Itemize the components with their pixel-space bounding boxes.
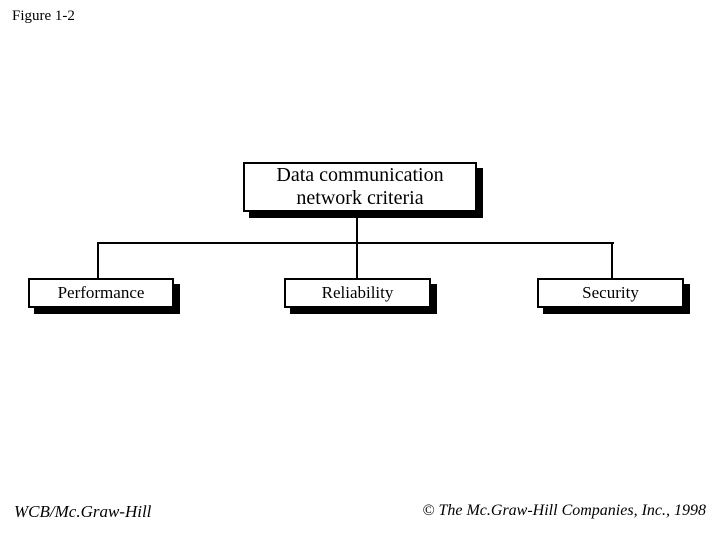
diagram-node-root: Data communication network criteria [243,162,477,212]
diagram-node-security-label: Security [582,283,639,302]
diagram-node-performance-label: Performance [57,283,145,302]
connector-drop-security [611,242,613,278]
connector-horizontal-bar [97,242,614,244]
diagram-node-reliability: Reliability [284,278,431,308]
footer-publisher: WCB/Mc.Graw-Hill [14,502,152,521]
diagram-node-root-label: Data communication network criteria [276,164,444,209]
connector-drop-performance [97,242,99,278]
diagram-node-performance: Performance [28,278,174,308]
connector-root-stub [356,213,358,243]
diagram-node-security: Security [537,278,684,308]
diagram-node-reliability-label: Reliability [321,283,394,302]
figure-label: Figure 1-2 [12,8,75,24]
connector-drop-reliability [356,242,358,278]
footer-copyright: © The Mc.Graw-Hill Companies, Inc., 1998 [422,502,706,519]
